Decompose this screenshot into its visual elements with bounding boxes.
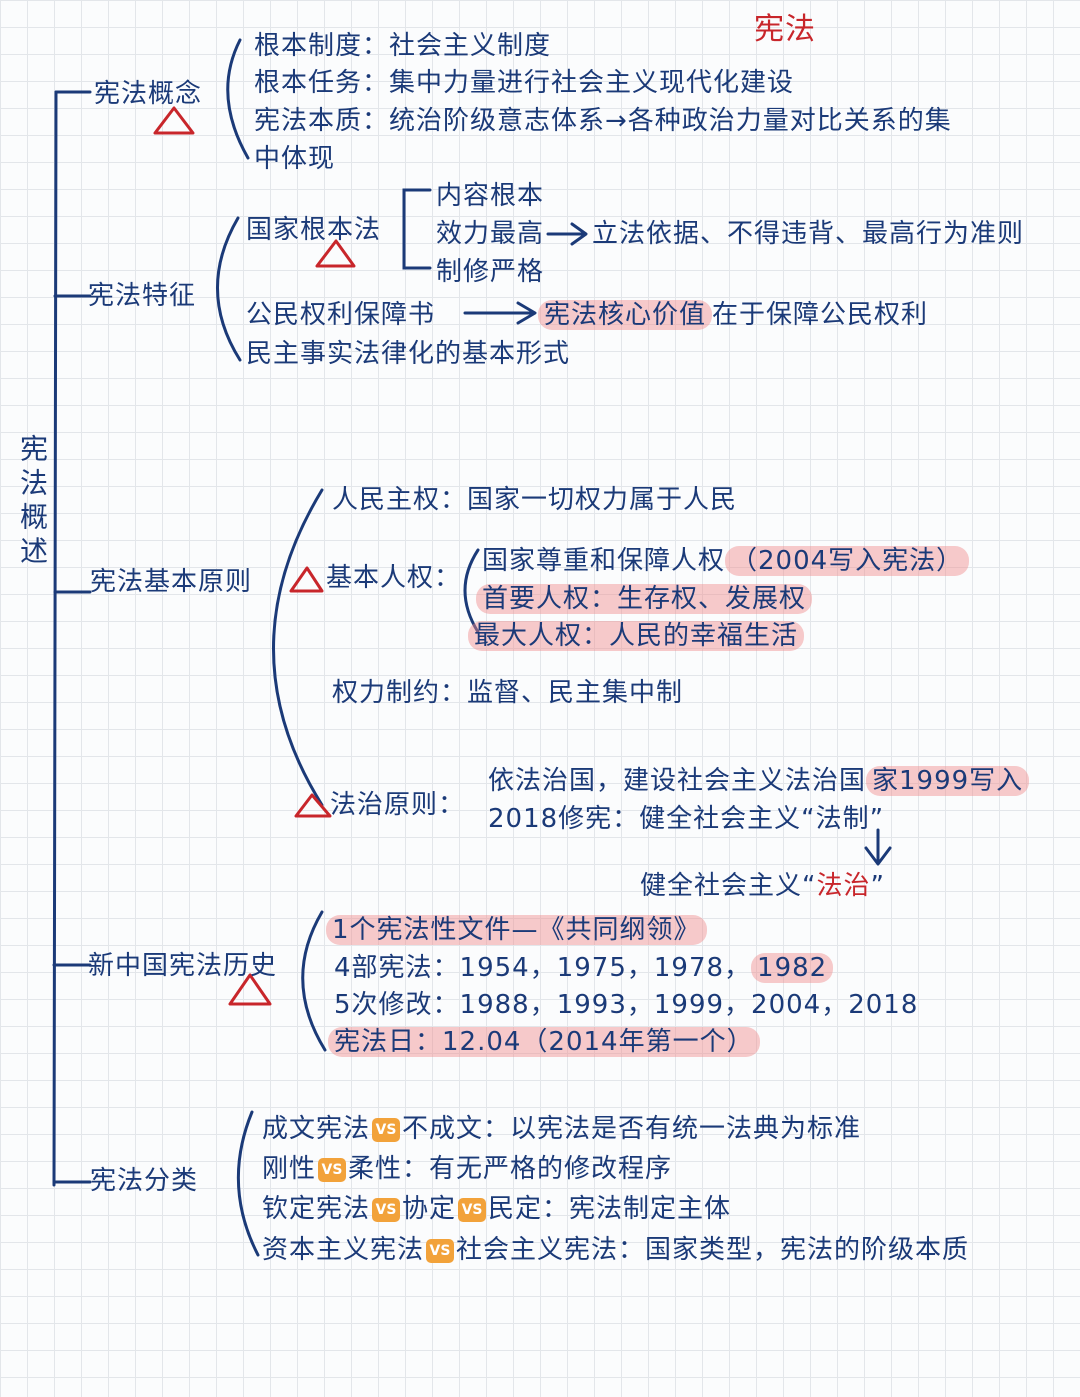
history-item: 4部宪法：1954，1975，1978，1982 [334,952,834,984]
root-topic: 宪法概述 [16,434,49,570]
rule-item: 依法治国，建设社会主义法治国家1999写入 [488,765,1030,797]
triangle-mark-fundamental [315,239,356,268]
class-term: 成文宪法 [262,1114,371,1144]
vs-badge: VS [372,1198,401,1222]
brace-human-rights [463,548,480,634]
arrow-rights [463,301,537,325]
rule-item: 2018修宪：健全社会主义“法制” [488,804,885,834]
history-four-text: 4部宪法：1954，1975，1978， [334,953,752,983]
history-doc-highlight: 1个宪法性文件—《共同纲领》 [326,915,707,945]
bracket-fundamental [402,188,432,270]
history-1982-highlight: 1982 [751,953,834,983]
trunk-line [52,90,58,1187]
human-right-highlight: 最大人权：人民的幸福生活 [468,621,805,651]
triangle-mark-rule [294,793,332,818]
human-right-year-highlight: （2004写入宪法） [725,546,970,576]
class-term: 社会主义宪法：国家类型，宪法的阶级本质 [456,1235,970,1265]
concept-item: 中体现 [254,144,336,174]
branch-concept-label: 宪法概念 [94,79,203,109]
principle-checks: 权力制约：监督、民主集中制 [332,678,684,708]
brace-history [301,910,327,1052]
history-item: 宪法日：12.04（2014年第一个） [328,1026,760,1058]
vs-badge: VS [372,1118,401,1142]
effect-detail: 立法依据、不得违背、最高行为准则 [592,219,1025,249]
history-item: 5次修改：1988，1993，1999，2004，2018 [334,990,919,1020]
class-term: 协定 [402,1194,457,1224]
rights-book: 公民权利保障书 [246,300,436,330]
rule-item: 健全社会主义“法治” [640,870,885,902]
history-item: 1个宪法性文件—《共同纲领》 [326,914,707,946]
rule-fazhi-red: 法治 [816,871,871,901]
human-right-highlight: 首要人权：生存权、发展权 [476,584,813,614]
concept-item: 根本制度：社会主义制度 [254,31,552,61]
rule-fazhi-post: ” [870,871,885,901]
human-right-item: 首要人权：生存权、发展权 [476,583,813,615]
brace-features [216,216,242,362]
triangle-mark-history [228,973,272,1006]
brace-classification [236,1110,260,1257]
concept-item: 宪法本质：统治阶级意志体系→各种政治力量对比关系的集 [254,106,952,136]
class-term: 刚性 [262,1154,317,1184]
rule-text: 依法治国，建设社会主义法治国 [488,766,867,796]
rule-fazhi-pre: 健全社会主义“ [640,871,817,901]
vs-badge: VS [426,1239,455,1263]
history-day-highlight: 宪法日：12.04（2014年第一个） [328,1027,760,1057]
core-value-highlight: 宪法核心价值 [538,300,713,330]
rule-year-highlight: 家1999写入 [866,766,1030,796]
human-right-item: 国家尊重和保障人权（2004写入宪法） [482,545,970,577]
branch-principles-label: 宪法基本原则 [90,567,253,597]
triangle-mark-concept [153,106,195,135]
vs-badge: VS [458,1198,487,1222]
class-term: 柔性：有无严格的修改程序 [348,1154,673,1184]
human-right-text: 国家尊重和保障人权 [482,546,726,576]
brace-principles [272,488,324,807]
class-term: 民定：宪法制定主体 [488,1194,732,1224]
human-right-item: 最大人权：人民的幸福生活 [468,620,805,652]
principle-human-rights-label: 基本人权： [326,563,462,593]
arrow-down-fazhi [864,828,892,866]
branch-features-label: 宪法特征 [88,281,197,311]
core-value-rest: 在于保障公民权利 [712,300,929,330]
democracy-form: 民主事实法律化的基本形式 [246,339,571,369]
arrow-effect [546,222,588,246]
core-value: 宪法核心价值在于保障公民权利 [538,299,928,331]
principle-sovereignty: 人民主权：国家一切权力属于人民 [332,485,738,515]
concept-item: 根本任务：集中力量进行社会主义现代化建设 [254,68,795,98]
triangle-mark-human-rights [289,566,324,593]
branch-history-label: 新中国宪法历史 [88,951,278,981]
fundamental-sub: 效力最高 [436,219,545,249]
principle-rule-label: 法治原则： [330,790,466,820]
vs-badge: VS [318,1158,347,1182]
fundamental-sub: 内容根本 [436,181,545,211]
fundamental-law: 国家根本法 [246,215,382,245]
fundamental-sub: 制修严格 [436,257,545,287]
page-title: 宪法 [754,12,816,47]
brace-concept [226,38,250,160]
class-term: 不成文：以宪法是否有统一法典为标准 [402,1114,862,1144]
class-term: 钦定宪法 [262,1194,371,1224]
class-term: 资本主义宪法 [262,1235,425,1265]
branch-classification-label: 宪法分类 [90,1166,199,1196]
